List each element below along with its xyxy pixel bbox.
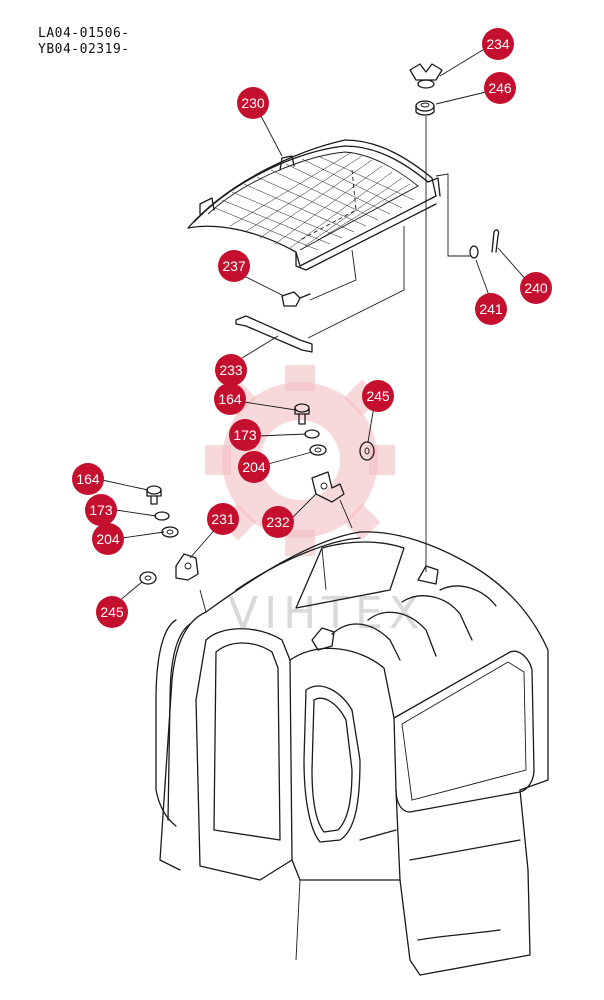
svg-text:164: 164: [76, 471, 100, 487]
svg-text:237: 237: [222, 258, 246, 274]
svg-text:173: 173: [89, 502, 113, 518]
callout-240: 240: [520, 272, 552, 304]
washer-part-204-lower: [161, 526, 179, 538]
callout-230: 230: [237, 87, 269, 119]
callout-164-upper: 164: [214, 383, 246, 415]
assembly-leader-lines: [199, 116, 470, 613]
clip-part-240: [491, 229, 500, 253]
svg-text:232: 232: [266, 514, 290, 530]
pin-part-237: [281, 291, 311, 307]
bracket-part-231: [175, 553, 199, 581]
svg-text:204: 204: [242, 459, 266, 475]
washer-part-245-upper: [359, 441, 375, 461]
svg-text:234: 234: [486, 36, 510, 52]
serial-number-1: LA04-01506-: [38, 26, 130, 41]
svg-text:245: 245: [100, 604, 124, 620]
callout-231: 231: [207, 503, 239, 535]
callout-232: 232: [262, 506, 294, 538]
bolt-part-164-upper: [294, 403, 310, 425]
bolt-part-164-lower: [146, 485, 162, 505]
cab-body: [155, 531, 549, 976]
callout-leader-lines: [101, 47, 529, 603]
svg-text:233: 233: [219, 362, 243, 378]
washer-part-204-upper: [309, 444, 327, 456]
svg-text:245: 245: [366, 388, 390, 404]
svg-text:173: 173: [233, 427, 257, 443]
callout-173-lower: 173: [85, 494, 117, 526]
callout-204-lower: 204: [92, 523, 124, 555]
svg-text:240: 240: [524, 280, 548, 296]
washer-part-241: [469, 245, 479, 259]
callout-204-upper: 204: [238, 451, 270, 483]
bracket-part-232: [311, 471, 345, 503]
washer-part-245-lower: [139, 571, 157, 585]
watermark-text: VIHTEX: [228, 588, 425, 639]
callout-241: 241: [475, 293, 507, 325]
callout-245-upper: 245: [362, 380, 394, 412]
svg-text:241: 241: [479, 301, 503, 317]
svg-text:246: 246: [488, 80, 512, 96]
watermark-gear-logo: [205, 365, 395, 556]
callout-173-upper: 173: [229, 419, 261, 451]
svg-text:230: 230: [241, 95, 265, 111]
serial-number-2: YB04-02319-: [38, 42, 130, 57]
roof-guard-part-230: [187, 139, 441, 271]
callout-233: 233: [215, 354, 247, 386]
washer-part-246: [415, 100, 435, 116]
callout-234: 234: [482, 28, 514, 60]
callout-markers: 234 246 230 237 240 241: [72, 28, 552, 628]
callout-246: 246: [484, 72, 516, 104]
callout-164-lower: 164: [72, 463, 104, 495]
rod-part-233: [235, 315, 313, 353]
svg-text:231: 231: [211, 511, 235, 527]
callout-245-lower: 245: [96, 596, 128, 628]
svg-text:164: 164: [218, 391, 242, 407]
wing-nut-part-234: [409, 63, 443, 89]
svg-text:204: 204: [96, 531, 120, 547]
lockwasher-part-173-lower: [154, 511, 170, 521]
callout-237: 237: [218, 250, 250, 282]
